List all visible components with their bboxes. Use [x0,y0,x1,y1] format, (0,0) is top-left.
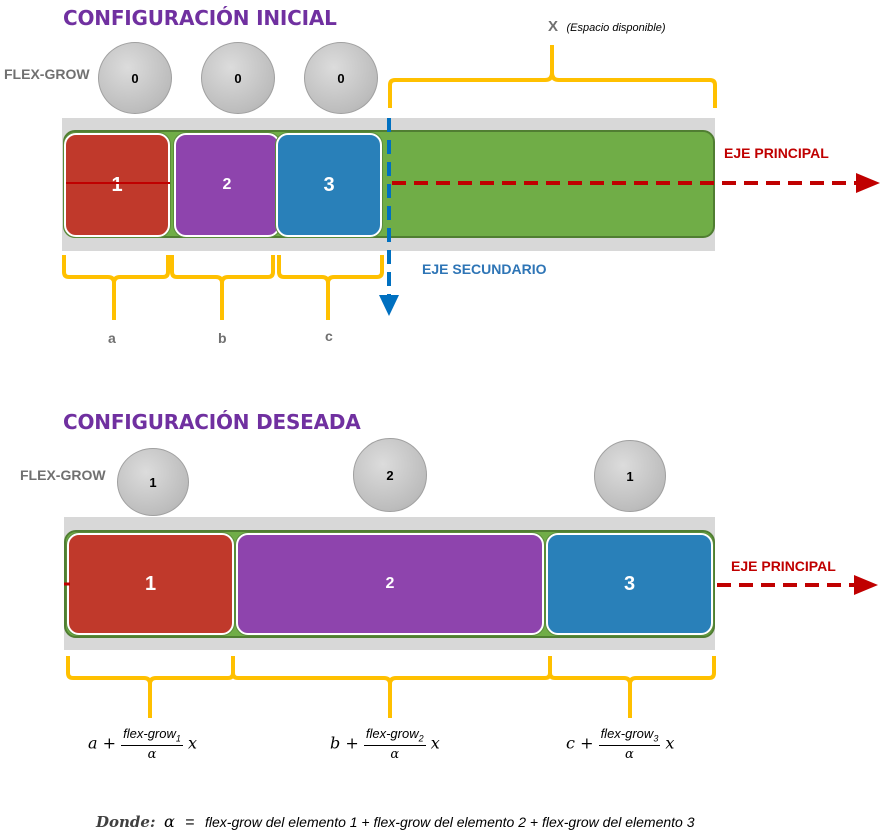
desired-flex-grow-circle-2: 2 [353,438,427,512]
footnote-symbol: α [163,812,175,831]
initial-item-2: 2 [174,133,280,237]
initial-main-axis-arrowhead [856,173,880,193]
desired-flex-grow-circle-3: 1 [594,440,666,512]
desired-main-axis-arrowhead [854,575,878,595]
desired-item-3: 3 [546,533,713,635]
initial-flex-grow-label: FLEX-GROW [4,66,90,82]
available-space-label: X (Espacio disponible) [548,18,666,36]
brace-a [62,255,170,320]
initial-flex-grow-circle-1: 0 [98,42,172,114]
formula-1-var: x [188,733,198,753]
initial-flex-grow-circle-2: 0 [201,42,275,114]
formula-2-base: b [330,733,341,753]
x-note: (Espacio disponible) [566,22,666,34]
initial-item-1: 1 [64,133,170,237]
initial-title: CONFIGURACIÓN INICIAL [63,6,337,30]
desired-main-axis-label: EJE PRINCIPAL [731,558,836,574]
formula-1-base: a [88,733,98,753]
brace-1 [66,656,235,718]
footnote-equals: = [185,814,195,831]
size-label-a: a [108,330,116,346]
available-space-brace [388,45,717,108]
footnote-text: flex-grow del elemento 1 + flex-grow del… [205,814,695,830]
footnote: Donde: α = flex-grow del elemento 1 + fl… [96,812,695,832]
x-label: X [548,18,559,35]
desired-item-1: 1 [67,533,234,635]
desired-flex-grow-label: FLEX-GROW [20,467,106,483]
brace-2 [231,656,552,718]
size-label-c: c [325,328,333,344]
brace-b [170,255,275,320]
formula-3-var: x [665,733,675,753]
brace-3 [548,656,716,718]
formula-1-num: flex-grow [123,726,176,741]
cross-axis-arrowhead [379,295,399,316]
formula-3-sub: 3 [653,733,659,744]
formula-1-den: α [147,746,157,762]
footnote-prefix: Donde: [96,813,156,831]
formula-3-base: c [566,733,575,753]
cross-axis-label: EJE SECUNDARIO [422,261,547,277]
formula-1-sub: 1 [175,733,181,744]
desired-flex-grow-circle-1: 1 [117,448,189,516]
formula-2-num: flex-grow [365,726,419,741]
brace-c [277,255,384,320]
formula-3-den: α [625,746,634,762]
formula-2-sub: 2 [418,733,424,744]
formula-2-var: x [430,733,440,753]
initial-flex-grow-circle-3: 0 [304,42,378,114]
initial-main-axis-label: EJE PRINCIPAL [724,145,829,161]
initial-item-3: 3 [276,133,382,237]
formula-3-num: flex-grow [600,726,654,741]
desired-item-2: 2 [236,533,544,635]
size-label-b: b [218,330,227,346]
desired-title: CONFIGURACIÓN DESEADA [63,410,361,434]
formula-2-den: α [390,746,400,762]
